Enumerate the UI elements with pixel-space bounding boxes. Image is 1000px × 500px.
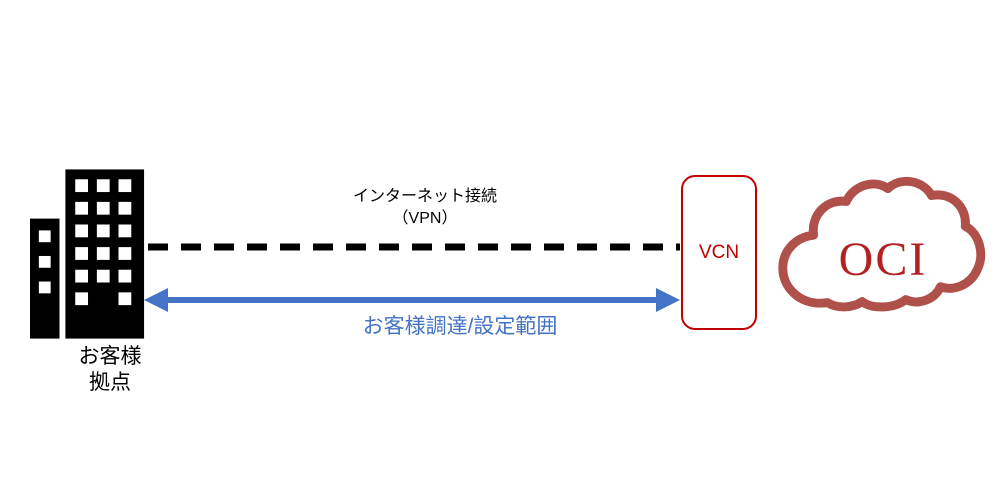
vcn-label: VCN — [698, 241, 740, 263]
building-label: お客様 拠点 — [45, 344, 175, 397]
cloud-icon — [778, 176, 986, 312]
internet-label-line1: インターネット接続 — [352, 188, 497, 205]
oci-label: OCI — [838, 233, 928, 286]
internet-label-line2: （VPN） — [392, 210, 458, 228]
scope-arrow — [144, 288, 680, 312]
vcn-box: VCN — [681, 175, 757, 330]
building-label-line1: お客様 — [78, 345, 142, 368]
vpn-dashed-line — [148, 243, 680, 251]
internet-connection-label: インターネット接続 （VPN） — [290, 186, 560, 231]
building-icon — [30, 169, 145, 339]
scope-label: お客様調達/設定範囲 — [362, 315, 558, 338]
building-label-line2: 拠点 — [89, 371, 131, 395]
